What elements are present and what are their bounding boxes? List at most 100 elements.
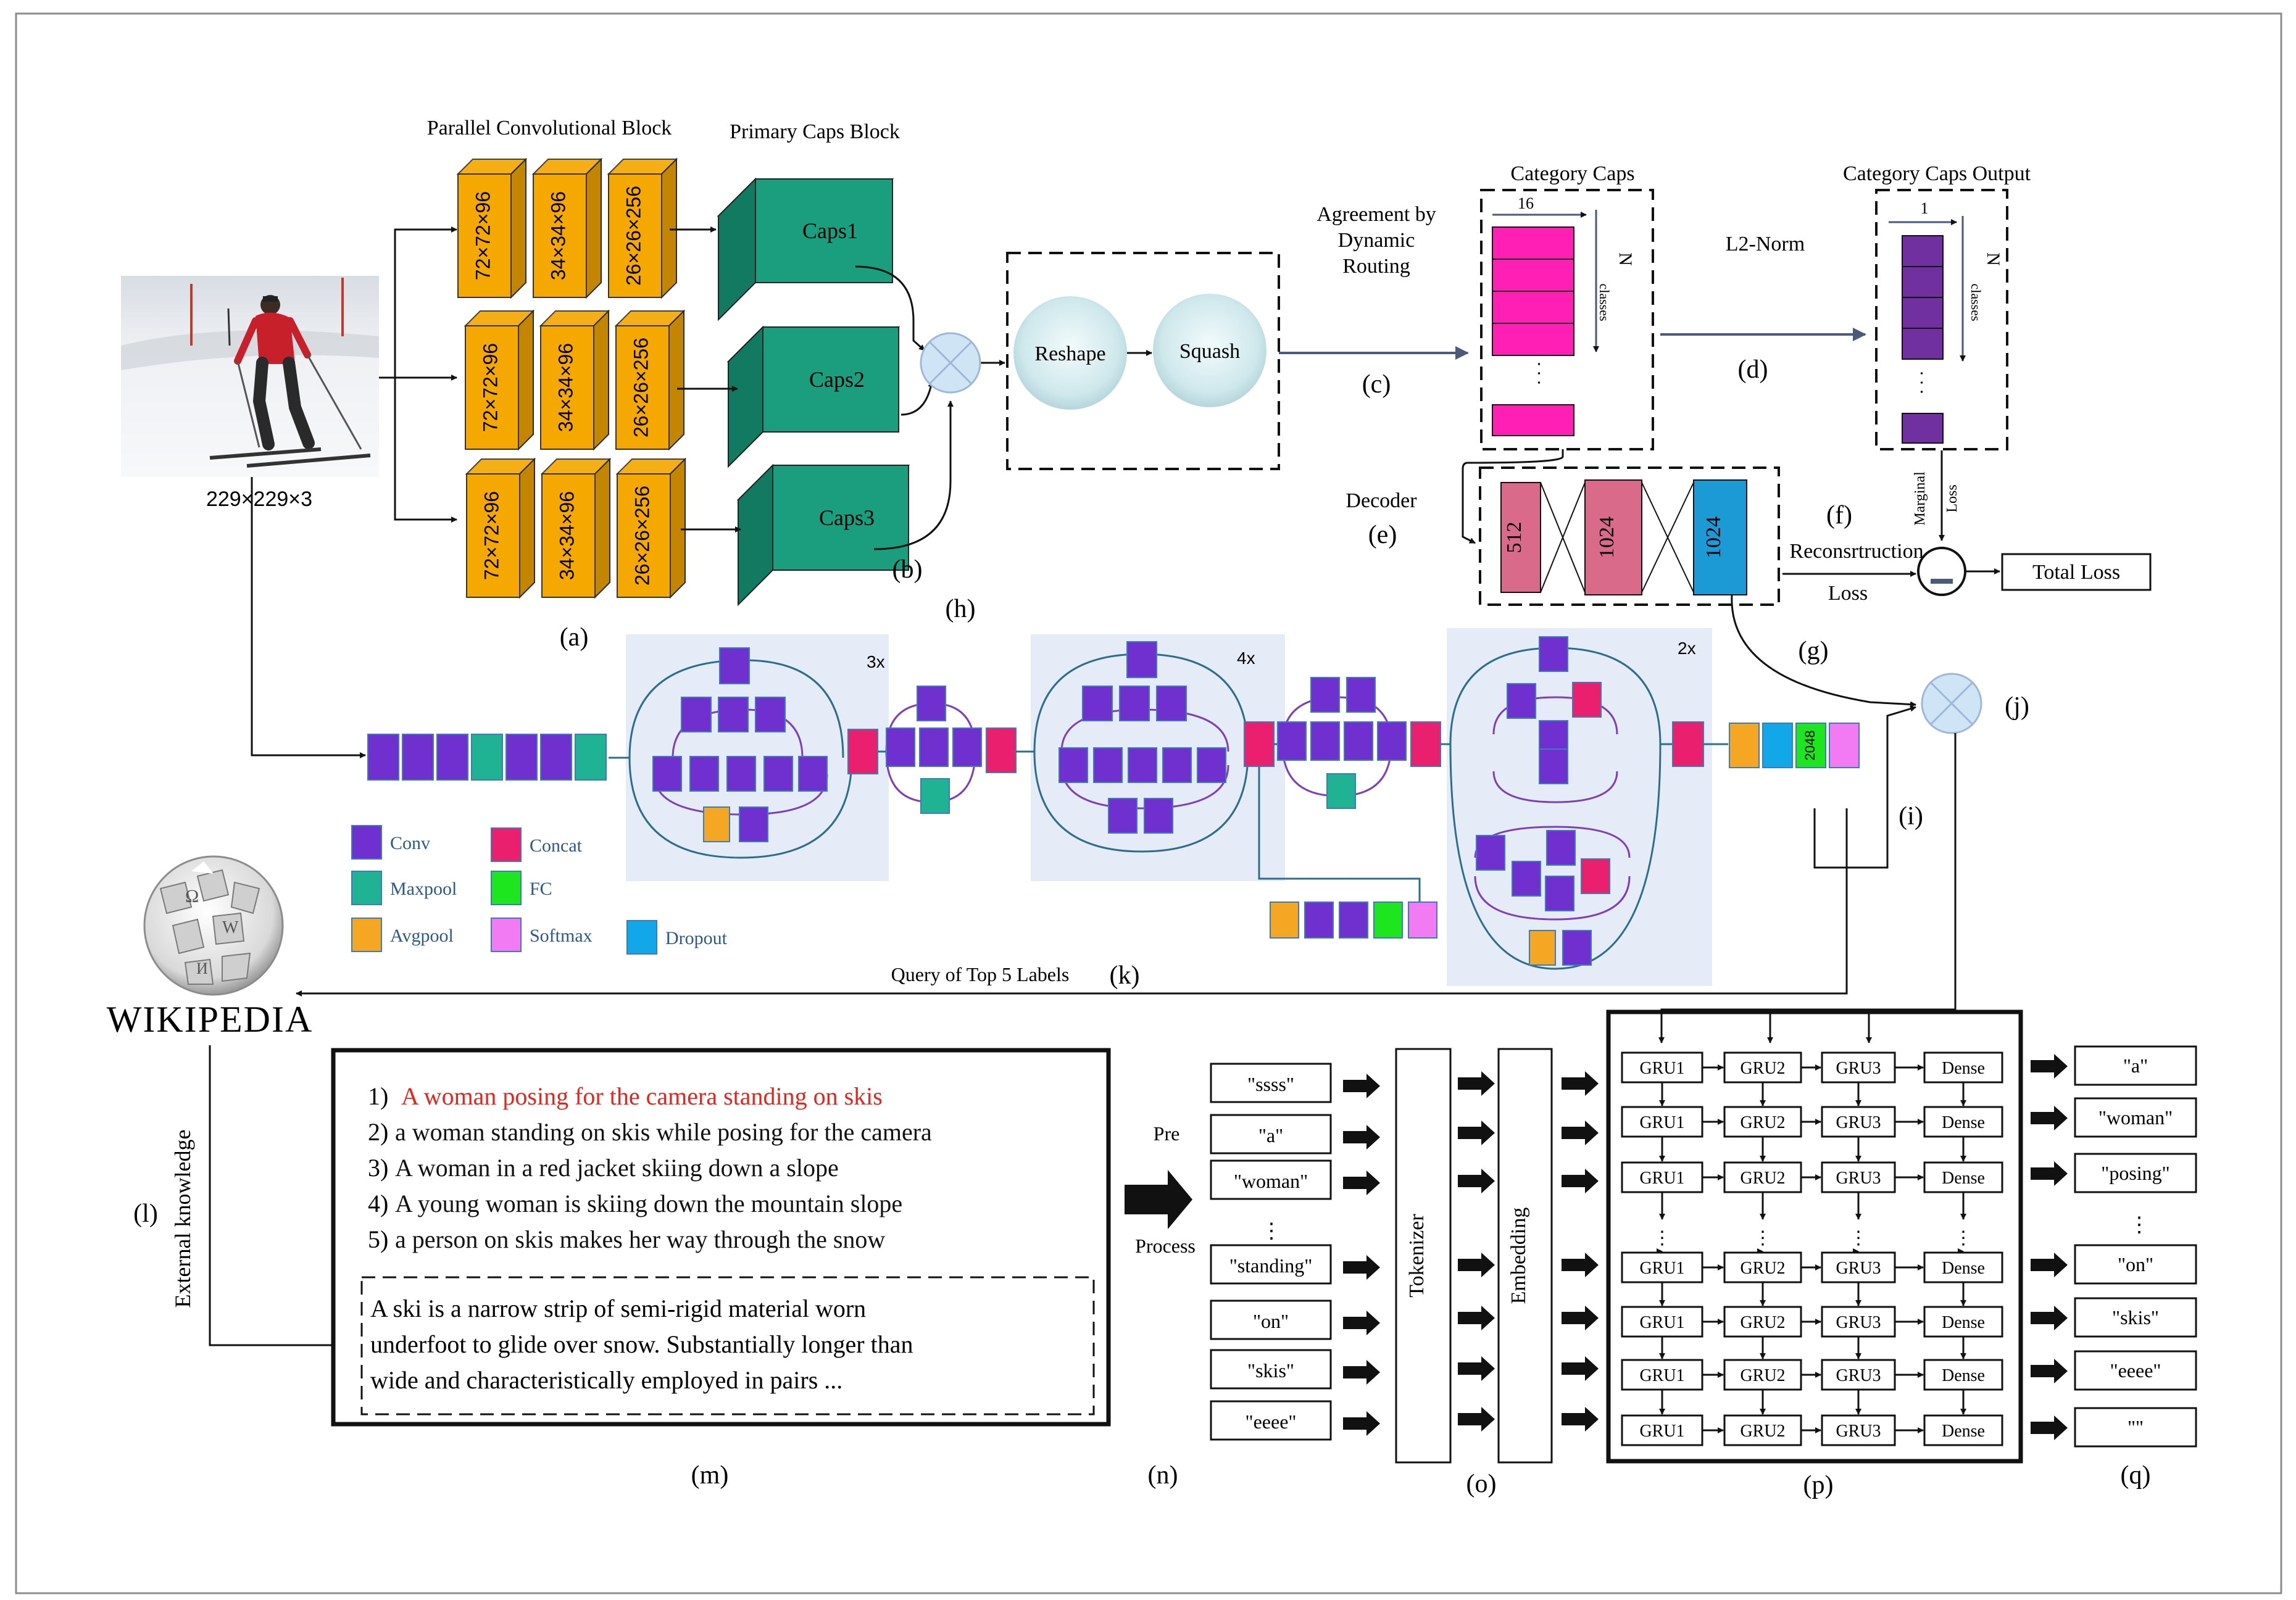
layer-block: [1512, 861, 1541, 897]
tokenizer-label: Tokenizer: [1405, 1214, 1428, 1298]
step-k: (k): [1110, 961, 1140, 990]
caps-output-vector: [1902, 235, 1944, 267]
legend-label-dropout: Dropout: [665, 928, 728, 948]
category-caps-dots: . . .: [1534, 362, 1554, 385]
agreement-line-3: Routing: [1342, 255, 1410, 278]
external-knowledge-label: External knowledge: [170, 1130, 195, 1308]
gru-label-r6-c3: GRU3: [1836, 1366, 1881, 1385]
tokenizer-arrow: [1458, 1356, 1495, 1381]
output-token-2: [2074, 1097, 2197, 1138]
tokenizer-arrow: [1458, 1306, 1495, 1330]
caps-block-1: [717, 177, 894, 321]
gru-label-r3-c3: GRU3: [1836, 1169, 1881, 1188]
squash-label: Squash: [1179, 340, 1240, 363]
gru-vdots: ⋮: [1849, 1228, 1868, 1248]
stem-block: [402, 734, 434, 781]
output-token-4: [2074, 1244, 2197, 1285]
tokenizer-arrow: [1458, 1121, 1495, 1145]
layer-block: [919, 727, 949, 767]
decoder-layer-512: [1500, 482, 1541, 593]
legend-label-concat: Concat: [530, 835, 583, 856]
legend-swatch-concat: [491, 827, 522, 862]
input-token-3: [1210, 1159, 1332, 1200]
layer-block: [1310, 677, 1340, 713]
step-j: (j): [2005, 692, 2029, 721]
agreement-line-1: Agreement by: [1316, 203, 1436, 226]
layer-block: [1277, 721, 1307, 761]
knowledge-text: A ski is a narrow strip of semi-rigid ma…: [370, 1295, 913, 1394]
decoder-layer-1024b: [1693, 479, 1747, 595]
category-cap-vector: [1492, 291, 1574, 324]
legend-swatch-maxpool: [351, 871, 382, 905]
layer-block: [1546, 830, 1576, 866]
caption-num-1: 1): [368, 1082, 388, 1110]
layer-block: [763, 756, 793, 792]
gru-label-r3-c1: GRU1: [1639, 1169, 1684, 1188]
input-token-text-6: "skis": [1247, 1359, 1294, 1382]
gru-top-arrows: [1658, 1008, 1955, 1043]
rep-2x: 2x: [1678, 639, 1696, 658]
primary-caps-title: Primary Caps Block: [730, 120, 900, 143]
conv-to-caps-arrows: [670, 226, 1005, 550]
output-token-5: [2074, 1297, 2197, 1338]
gru-cell-r1-gru2: [1723, 1051, 1802, 1084]
inception-network: 2048: [367, 628, 1860, 986]
step-q: (q): [2121, 1461, 2151, 1490]
output-arrow: [2031, 1416, 2068, 1440]
output-token-text-1: "a": [2123, 1055, 2148, 1077]
stem-block: [367, 734, 399, 781]
layer-block: [719, 647, 750, 684]
conv-label-r2-c3: 26×26×256: [630, 338, 652, 437]
step-b: (b): [892, 555, 923, 584]
layer-block: [920, 778, 950, 814]
conv-block-r1-c3: [607, 157, 678, 299]
gru-cell-r3-gru2: [1723, 1161, 1802, 1193]
gru-cell-r2-gru2: [1723, 1106, 1802, 1138]
caption-num-4: 4): [368, 1190, 388, 1217]
concat-block: [986, 727, 1017, 773]
gru-label-r4-c2: GRU2: [1740, 1259, 1785, 1278]
conv-block-r3-c1: [465, 457, 536, 599]
conv-label-r2-c1: 72×72×96: [479, 343, 501, 432]
gru-label-r1-c4: Dense: [1942, 1059, 1985, 1078]
embedding-label: Embedding: [1507, 1208, 1530, 1304]
caps-output-vector: [1902, 266, 1944, 298]
input-token-text-7: "eeee": [1246, 1411, 1297, 1433]
l2norm-label: L2-Norm: [1726, 233, 1805, 255]
total-loss-label: Total Loss: [2032, 561, 2120, 584]
embedding-arrow: [1562, 1071, 1599, 1096]
layer-block: [1346, 677, 1376, 713]
caps-to-decoder-arrow: [1462, 449, 1564, 544]
gru-cell-r7-dense: [1923, 1414, 2003, 1446]
decoder-512-label: 512: [1503, 522, 1526, 553]
caps-output-title: Category Caps Output: [1843, 162, 2031, 185]
gru-cell-r4-gru2: [1723, 1251, 1802, 1283]
softmax-to-j-arrow: [1813, 705, 1916, 869]
layer-block: [1156, 686, 1187, 721]
layer-block: [755, 697, 786, 732]
decoder-label: Decoder: [1346, 489, 1417, 512]
layer-block: [1344, 721, 1373, 761]
fc-2048-label: 2048: [1802, 731, 1818, 761]
gru-cell-r6-gru2: [1723, 1359, 1802, 1391]
layer-block: [1377, 721, 1407, 761]
gru-vdots: ⋮: [1653, 1228, 1671, 1248]
gru-cell-r4-dense: [1923, 1251, 2003, 1283]
gru-label-r5-c3: GRU3: [1836, 1313, 1881, 1332]
wikipedia-logo: Ω W И: [143, 855, 284, 996]
layer-block: [1197, 747, 1226, 783]
embedding-arrow: [1562, 1253, 1599, 1277]
tokenizer-arrow: [1458, 1071, 1495, 1096]
gru-label-r1-c1: GRU1: [1639, 1059, 1684, 1078]
embedding-arrow: [1562, 1121, 1599, 1145]
inception-connection: [1474, 876, 1631, 921]
legend-swatch-avgpool: [351, 918, 382, 952]
aux-block: [1373, 902, 1403, 939]
inception-connection: [1492, 771, 1618, 803]
routing-box: [1006, 252, 1280, 470]
input-token-text-5: "on": [1253, 1310, 1289, 1332]
